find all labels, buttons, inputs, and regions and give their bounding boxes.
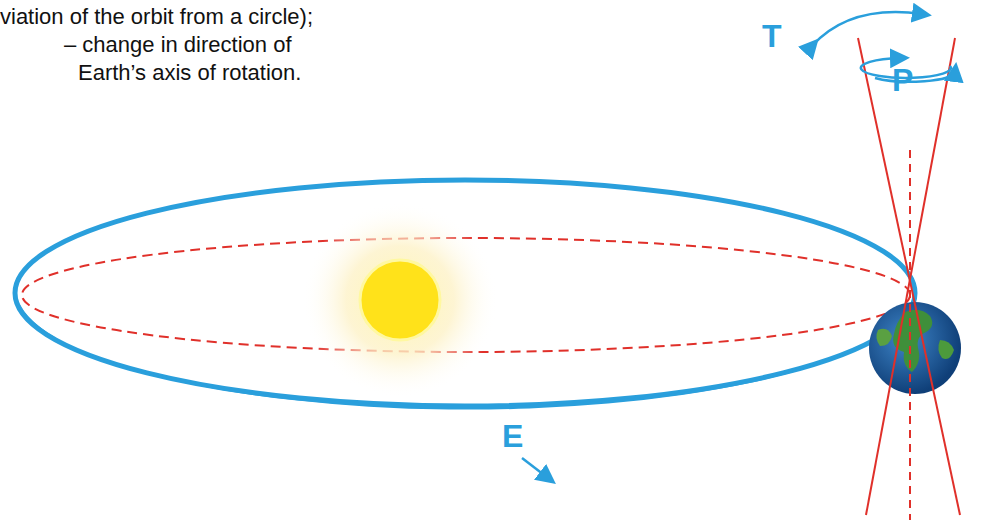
earth	[869, 302, 961, 394]
precession-arrow	[875, 72, 955, 82]
precession-label: P	[892, 62, 913, 99]
caption-line: Earth’s axis of rotation.	[78, 60, 301, 86]
sun	[360, 260, 440, 340]
earth-land	[938, 340, 954, 359]
pointer	[522, 458, 548, 478]
earth-land	[876, 329, 892, 346]
eccentricity-label: E	[502, 418, 523, 455]
orbit	[15, 180, 915, 406]
tilt-arrow	[812, 12, 922, 46]
axis-dashed	[909, 150, 911, 520]
sun-glow	[302, 202, 498, 398]
caption-line: viation of the orbit from a circle);	[0, 4, 313, 30]
caption-line: – change in direction of	[64, 32, 292, 58]
tilt-label: T	[762, 18, 782, 55]
